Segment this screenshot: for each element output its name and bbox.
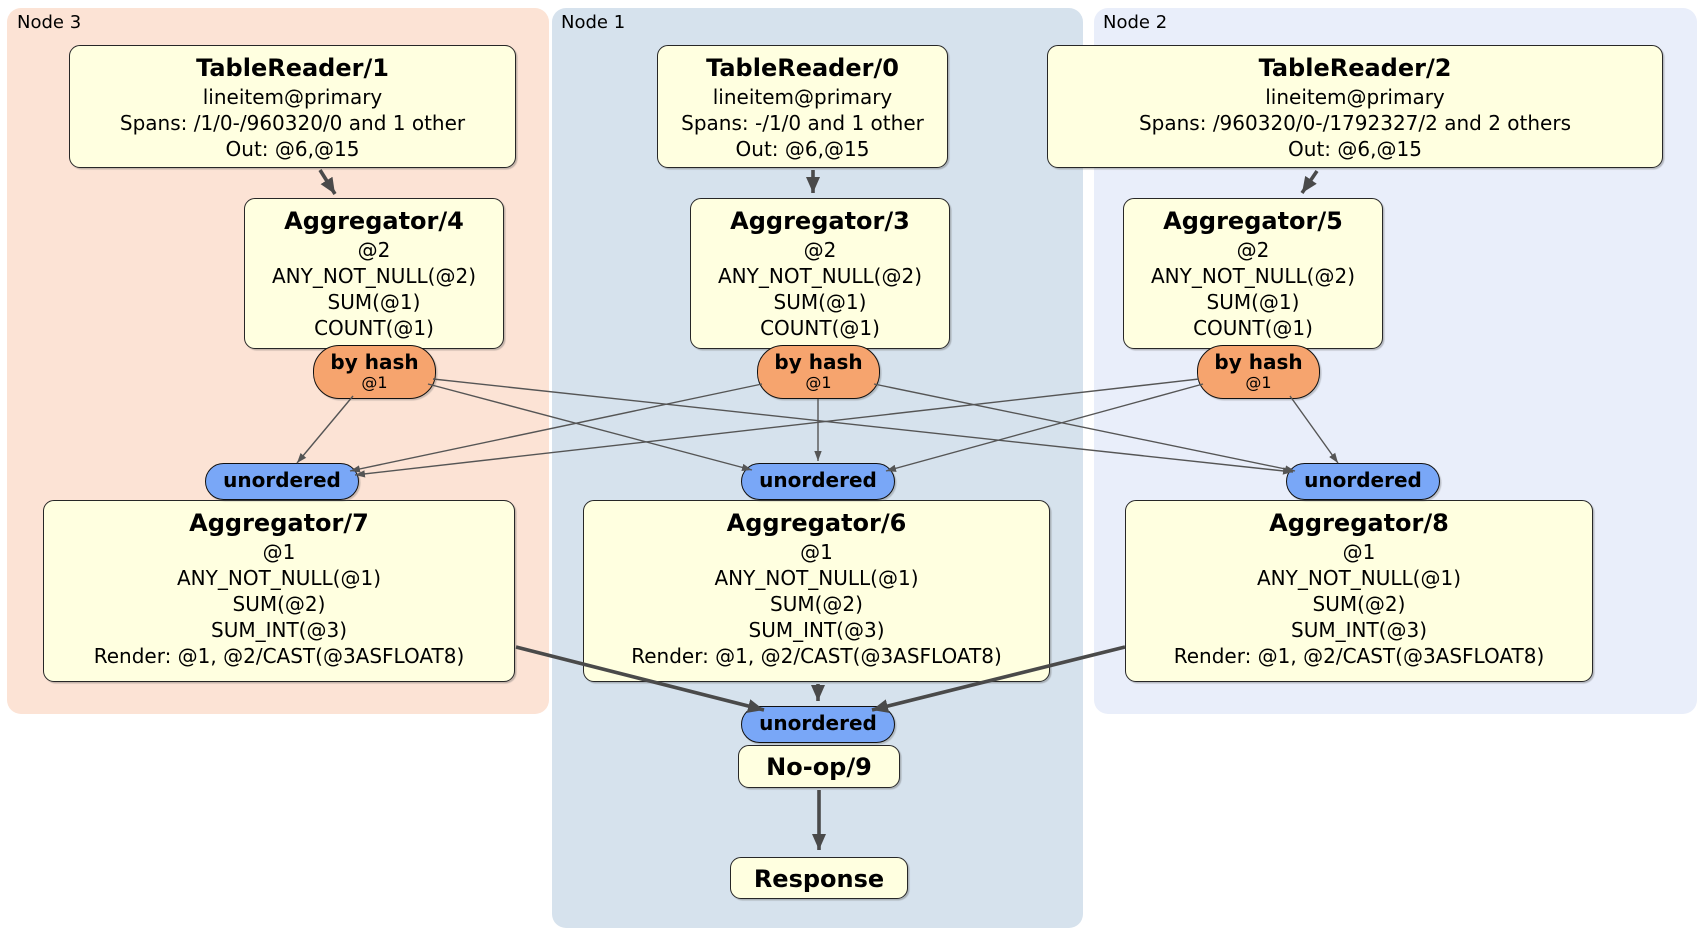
node-detail: SUM(@1) bbox=[1206, 290, 1300, 314]
node-detail: @1 bbox=[800, 540, 833, 564]
node-detail: Render: @1, @2/CAST(@3ASFLOAT8) bbox=[1173, 644, 1545, 668]
node-detail: @1 bbox=[1342, 540, 1376, 564]
node-detail-out: Out: @6,@15 bbox=[1288, 137, 1422, 161]
node-detail-index: lineitem@primary bbox=[202, 85, 383, 109]
router-label: by hash bbox=[330, 350, 419, 374]
node-detail: COUNT(@1) bbox=[1193, 316, 1313, 340]
node-title: Response bbox=[753, 865, 885, 893]
region-label-node1: Node 1 bbox=[561, 12, 626, 33]
node-detail: @2 bbox=[1236, 238, 1270, 262]
node-detail: SUM(@2) bbox=[1312, 592, 1406, 616]
node-detail: @2 bbox=[357, 238, 391, 262]
node-detail-out: Out: @6,@15 bbox=[225, 137, 360, 161]
node-detail: SUM(@2) bbox=[770, 592, 863, 616]
sync-unordered-final: unordered bbox=[741, 706, 895, 743]
router-by-hash-node3: by hash @1 bbox=[313, 345, 436, 399]
node-detail: Render: @1, @2/CAST(@3ASFLOAT8) bbox=[93, 644, 465, 668]
sync-unordered-node2: unordered bbox=[1286, 463, 1440, 500]
node-detail: ANY_NOT_NULL(@1) bbox=[714, 566, 919, 590]
node-title: No-op/9 bbox=[766, 753, 872, 781]
node-detail: COUNT(@1) bbox=[314, 316, 434, 340]
node-detail-spans: Spans: -/1/0 and 1 other bbox=[681, 111, 924, 135]
node-detail: ANY_NOT_NULL(@2) bbox=[718, 264, 922, 288]
node-aggregator-3: Aggregator/3 @2 ANY_NOT_NULL(@2) SUM(@1)… bbox=[690, 198, 950, 349]
node-detail: ANY_NOT_NULL(@2) bbox=[1151, 264, 1355, 288]
node-title: TableReader/0 bbox=[706, 54, 899, 82]
node-tablereader-2: TableReader/2 lineitem@primary Spans: /9… bbox=[1047, 45, 1663, 168]
node-detail: SUM(@2) bbox=[232, 592, 326, 616]
node-aggregator-6: Aggregator/6 @1 ANY_NOT_NULL(@1) SUM(@2)… bbox=[583, 500, 1050, 682]
node-title: Aggregator/4 bbox=[284, 207, 464, 235]
region-label-node2: Node 2 bbox=[1103, 12, 1168, 33]
node-detail: SUM_INT(@3) bbox=[748, 618, 885, 642]
node-title: Aggregator/7 bbox=[189, 509, 369, 537]
node-detail: Render: @1, @2/CAST(@3ASFLOAT8) bbox=[631, 644, 1002, 668]
node-aggregator-4: Aggregator/4 @2 ANY_NOT_NULL(@2) SUM(@1)… bbox=[244, 198, 504, 349]
node-detail-out: Out: @6,@15 bbox=[735, 137, 870, 161]
node-detail: ANY_NOT_NULL(@2) bbox=[272, 264, 476, 288]
router-by-hash-node1: by hash @1 bbox=[757, 345, 880, 399]
sync-unordered-node3: unordered bbox=[205, 463, 359, 500]
router-by-hash-node2: by hash @1 bbox=[1197, 345, 1320, 399]
router-label: by hash bbox=[1214, 350, 1303, 374]
node-aggregator-8: Aggregator/8 @1 ANY_NOT_NULL(@1) SUM(@2)… bbox=[1125, 500, 1593, 682]
router-label: by hash bbox=[774, 350, 863, 374]
node-detail: SUM(@1) bbox=[773, 290, 867, 314]
node-noop-9: No-op/9 bbox=[738, 745, 900, 788]
node-detail: @1 bbox=[262, 540, 296, 564]
region-label-node3: Node 3 bbox=[17, 12, 82, 33]
node-tablereader-0: TableReader/0 lineitem@primary Spans: -/… bbox=[657, 45, 948, 168]
node-detail-spans: Spans: /960320/0-/1792327/2 and 2 others bbox=[1138, 111, 1571, 135]
node-detail-index: lineitem@primary bbox=[1265, 85, 1445, 109]
node-detail: SUM(@1) bbox=[327, 290, 421, 314]
node-detail: ANY_NOT_NULL(@1) bbox=[1257, 566, 1461, 590]
node-title: TableReader/2 bbox=[1258, 54, 1452, 82]
node-tablereader-1: TableReader/1 lineitem@primary Spans: /1… bbox=[69, 45, 516, 168]
node-detail-index: lineitem@primary bbox=[712, 85, 893, 109]
router-key: @1 bbox=[805, 373, 832, 392]
node-title: TableReader/1 bbox=[196, 54, 389, 82]
node-detail: SUM_INT(@3) bbox=[211, 618, 347, 642]
node-title: Aggregator/6 bbox=[726, 509, 907, 537]
node-title: Aggregator/3 bbox=[730, 207, 910, 235]
node-title: Aggregator/5 bbox=[1163, 207, 1343, 235]
node-aggregator-5: Aggregator/5 @2 ANY_NOT_NULL(@2) SUM(@1)… bbox=[1123, 198, 1383, 349]
node-detail-spans: Spans: /1/0-/960320/0 and 1 other bbox=[119, 111, 466, 135]
node-detail: ANY_NOT_NULL(@1) bbox=[177, 566, 381, 590]
node-aggregator-7: Aggregator/7 @1 ANY_NOT_NULL(@1) SUM(@2)… bbox=[43, 500, 515, 682]
router-key: @1 bbox=[361, 373, 388, 392]
node-detail: SUM_INT(@3) bbox=[1291, 618, 1427, 642]
router-key: @1 bbox=[1245, 373, 1272, 392]
node-title: Aggregator/8 bbox=[1269, 509, 1449, 537]
node-response: Response bbox=[730, 857, 908, 899]
sync-unordered-node1: unordered bbox=[741, 463, 895, 500]
node-detail: COUNT(@1) bbox=[760, 316, 880, 340]
node-detail: @2 bbox=[803, 238, 837, 262]
